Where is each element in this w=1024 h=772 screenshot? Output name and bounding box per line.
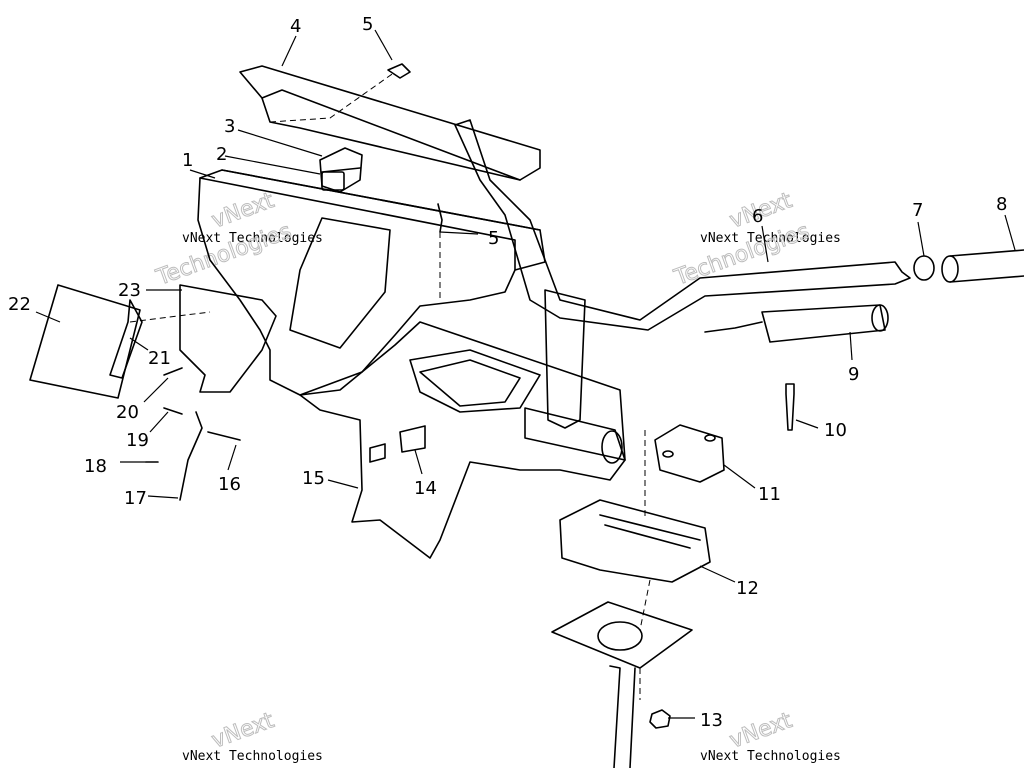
- lower-fairing: [299, 321, 626, 559]
- callout-12: 12: [736, 578, 759, 599]
- svg-text:vNext: vNext: [209, 708, 278, 754]
- handlebar: [454, 119, 911, 331]
- clamp-hole: [704, 434, 716, 442]
- callout-16: 16: [218, 474, 241, 495]
- callout-labels: 1 2 3 4 5 5 6 7 8 9 10 11 12 13 14 15 16…: [8, 14, 1007, 731]
- callout-10: 10: [824, 420, 847, 441]
- callout-11: 11: [758, 484, 781, 505]
- pod-rim: [199, 169, 541, 271]
- cable-end: [179, 411, 203, 501]
- throttle-grip: [761, 304, 886, 343]
- lower-clamp: [559, 499, 711, 583]
- svg-text:vNext Technologies: vNext Technologies: [700, 231, 841, 246]
- steering-post: [609, 665, 636, 769]
- callout-7: 7: [912, 200, 923, 221]
- callout-17: 17: [124, 488, 147, 509]
- callout-5-pod: 5: [488, 228, 499, 249]
- top-cover-plate: [239, 65, 541, 181]
- callout-22: 22: [8, 294, 31, 315]
- right-grip: [949, 249, 1024, 283]
- switch-body: [321, 171, 345, 191]
- callout-3: 3: [224, 116, 235, 137]
- callout-19: 19: [126, 430, 149, 451]
- steering-post-hole: [597, 621, 643, 651]
- callout-6: 6: [752, 206, 763, 227]
- svg-text:vNext Technologies: vNext Technologies: [700, 749, 841, 764]
- handlebar-switch: [319, 147, 363, 193]
- handlebar-crossbar: [524, 407, 626, 461]
- callout-8: 8: [996, 194, 1007, 215]
- pod-bushing: [369, 443, 386, 463]
- handlebar-end-knurl: [601, 430, 623, 464]
- svg-text:vNext Technologies: vNext Technologies: [182, 231, 323, 246]
- grip-end-cap: [913, 255, 935, 281]
- callout-14: 14: [414, 478, 437, 499]
- svg-text:vNext: vNext: [727, 708, 796, 754]
- upper-clamp: [654, 424, 725, 483]
- callout-4: 4: [290, 16, 301, 37]
- small-screw: [207, 431, 241, 441]
- callout-9: 9: [848, 364, 859, 385]
- cover-screw: [387, 63, 411, 79]
- handlebar-riser: [544, 289, 586, 429]
- pod-opening: [289, 217, 391, 349]
- fairing-vent: [409, 349, 541, 413]
- cable-pin: [163, 407, 183, 415]
- clamp-bolt: [785, 383, 795, 431]
- cover-panel: [29, 284, 141, 399]
- assembly-lines: [129, 71, 651, 700]
- clamp-hole: [662, 450, 674, 458]
- leader-lines: [35, 29, 1016, 719]
- callout-20: 20: [116, 402, 139, 423]
- callout-21: 21: [148, 348, 171, 369]
- watermark-1: vNext Technologies vNext Technologies: [152, 188, 323, 292]
- throttle-grip-end: [871, 304, 889, 332]
- callout-2: 2: [216, 144, 227, 165]
- callout-1: 1: [182, 150, 193, 171]
- fairing-vent-inner: [419, 359, 521, 407]
- throttle-cable: [704, 321, 763, 333]
- callout-23: 23: [118, 280, 141, 301]
- lower-clamp-saddle: [599, 514, 701, 549]
- svg-text:vNext Technologies: vNext Technologies: [182, 749, 323, 764]
- pod-clip: [399, 425, 426, 453]
- grip-end: [941, 255, 959, 283]
- callout-13: 13: [700, 710, 723, 731]
- callout-15: 15: [302, 468, 325, 489]
- callout-18: 18: [84, 456, 107, 477]
- steering-post-plate: [551, 601, 693, 669]
- cover-gasket: [109, 299, 143, 379]
- top-cover-underside: [261, 97, 521, 181]
- flange-nut: [649, 709, 671, 729]
- watermark-3: vNext Technologies vNext: [182, 708, 323, 764]
- pod-screw: [437, 203, 443, 233]
- mounting-bracket: [179, 284, 277, 393]
- callout-5-top: 5: [362, 14, 373, 35]
- watermark-2: vNext Technologies vNext Technologies: [670, 188, 841, 292]
- screw-20: [163, 367, 183, 376]
